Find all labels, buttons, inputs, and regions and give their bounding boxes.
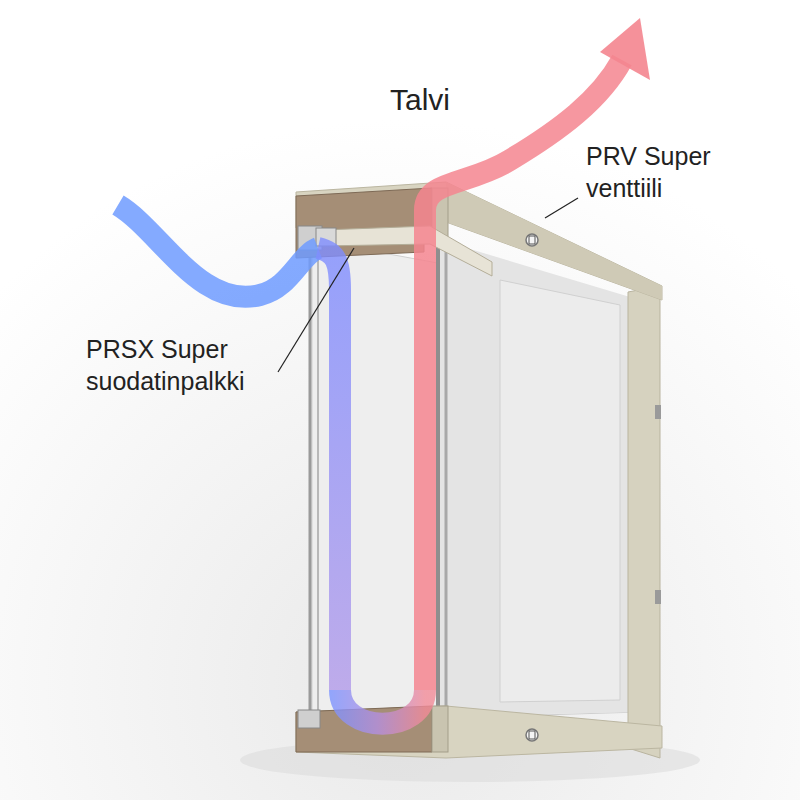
- inner-pane: [445, 240, 448, 716]
- inner-pane: [436, 240, 440, 716]
- air-flow: [318, 248, 340, 690]
- inner-sash: [500, 280, 620, 702]
- outer-pane: [309, 240, 312, 722]
- hinge: [655, 590, 661, 604]
- bottom-knob: [526, 729, 538, 741]
- bottom-knob: [529, 731, 535, 739]
- sash-profile: [432, 706, 448, 752]
- leader-line: [545, 198, 578, 218]
- arrow-head: [600, 18, 650, 80]
- part-label: PRSX Super suodatinpalkki: [86, 333, 286, 397]
- part-label: PRV Super venttiili: [586, 140, 736, 204]
- vent-knob: [526, 234, 538, 246]
- season-title: Talvi: [390, 82, 450, 118]
- leader-line: [278, 248, 354, 372]
- seal: [298, 710, 320, 728]
- glass: [312, 240, 640, 722]
- air-flow: [340, 690, 425, 724]
- inner-glass: [440, 240, 640, 716]
- vent-knob: [529, 236, 535, 244]
- cold-air-flow: [118, 205, 318, 297]
- outer-pane: [317, 240, 319, 722]
- hinge: [655, 405, 661, 419]
- frame-jamb: [628, 286, 660, 758]
